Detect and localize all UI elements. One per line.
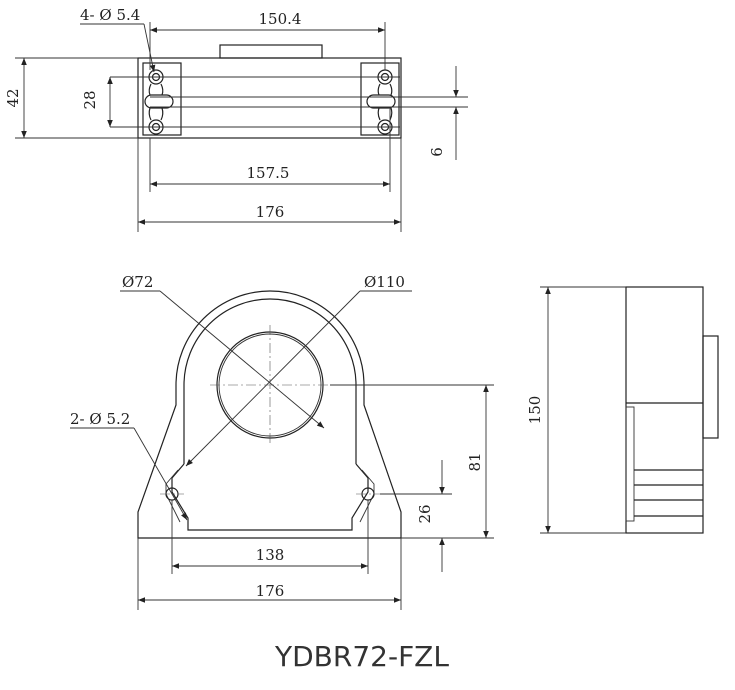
top-hole-callout: 4- Ø 5.4 — [80, 6, 140, 24]
side-view: 150 — [526, 286, 719, 534]
top-slot-label: 6 — [428, 147, 446, 157]
top-width-label: 176 — [256, 203, 285, 221]
top-height-label: 42 — [4, 88, 22, 107]
top-inner-height-label: 28 — [81, 90, 99, 109]
front-hole-spacing-label: 138 — [256, 546, 285, 564]
front-view: Ø72 Ø110 2- Ø 5.2 81 26 138 176 — [70, 273, 494, 610]
top-hole-spacing-label: 150.4 — [259, 10, 302, 28]
inner-diameter-label: Ø72 — [122, 273, 153, 291]
top-left-holes — [144, 69, 174, 135]
side-height-label: 150 — [526, 396, 544, 425]
top-inner-width-label: 157.5 — [247, 164, 290, 182]
top-right-holes — [366, 69, 396, 135]
model-name: YDBR72-FZL — [274, 640, 449, 673]
outer-diameter-label: Ø110 — [364, 273, 405, 291]
front-width-label: 176 — [256, 582, 285, 600]
hole-height-label: 26 — [416, 504, 434, 523]
center-height-label: 81 — [466, 452, 484, 471]
top-view: 150.4 4- Ø 5.4 42 28 6 157.5 176 — [4, 6, 468, 232]
front-hole-callout: 2- Ø 5.2 — [70, 410, 130, 428]
